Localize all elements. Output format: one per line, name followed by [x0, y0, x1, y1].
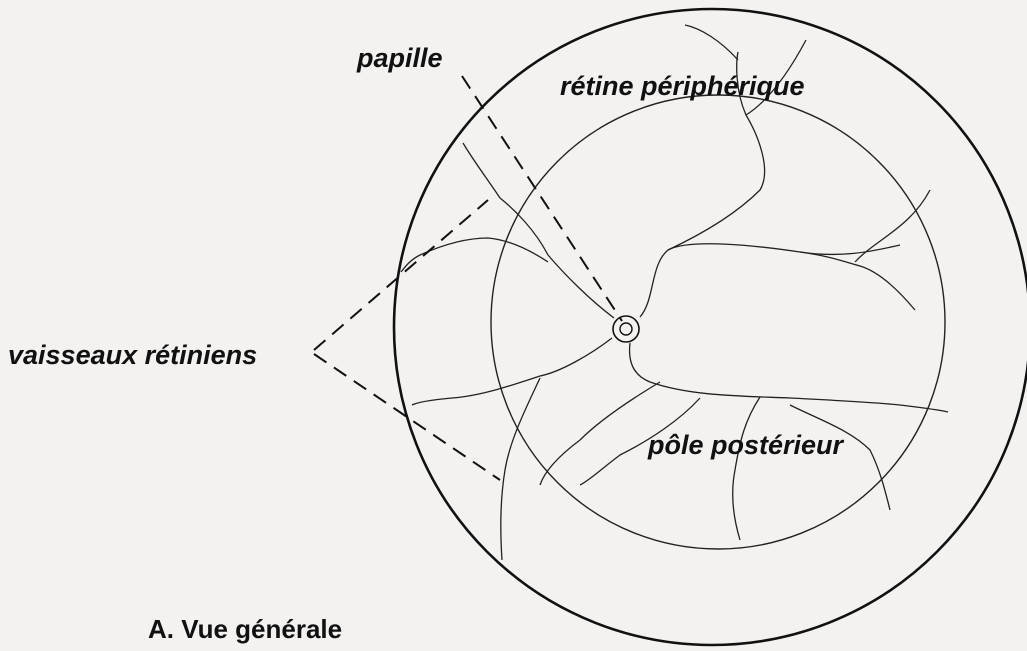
posterior-pole-circle: [491, 95, 945, 549]
vessel: [540, 382, 660, 485]
optic-disc-inner: [620, 323, 632, 335]
vessel: [630, 343, 948, 412]
label-retine-peripherique: rétine périphérique: [560, 73, 805, 100]
leader-lines: [314, 76, 622, 480]
optic-disc-outer: [613, 316, 639, 342]
vessel: [855, 190, 930, 262]
label-papille: papille: [357, 45, 443, 72]
vessel: [640, 244, 900, 317]
vessel: [463, 143, 614, 318]
vessel: [412, 338, 612, 405]
leader-papille: [462, 76, 622, 321]
peripheral-retina-circle: [394, 9, 1027, 645]
label-vaisseaux-retiniens: vaisseaux rétiniens: [8, 342, 257, 369]
leader-vessel-upper: [314, 200, 488, 350]
figure-caption: A. Vue générale: [148, 616, 342, 642]
label-pole-posterieur: pôle postérieur: [648, 432, 843, 459]
vessel: [733, 397, 760, 540]
vessel: [800, 252, 915, 310]
vessel: [685, 25, 738, 60]
